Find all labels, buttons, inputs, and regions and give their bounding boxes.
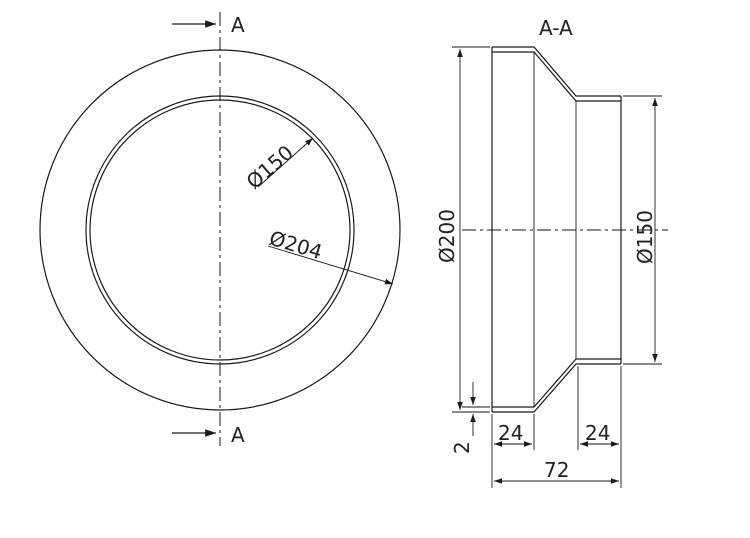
dim-leader-150 xyxy=(257,137,314,188)
profile-top-outer xyxy=(492,46,621,97)
section-view-title: A-A xyxy=(539,16,573,40)
section-view: A-A Ø200 Ø150 2 24 xyxy=(435,16,668,488)
dim-label-24-right: 24 xyxy=(585,421,610,445)
section-label-bottom: A xyxy=(231,423,245,447)
section-label-top: A xyxy=(231,13,245,37)
dim-label-200: Ø200 xyxy=(435,209,459,263)
profile-bottom-outer xyxy=(492,363,621,413)
dim-leader-204 xyxy=(267,245,394,285)
profile-bottom-inner xyxy=(492,358,621,408)
dim-label-150-side: Ø150 xyxy=(633,210,657,264)
profile-top-inner xyxy=(492,51,621,102)
dim-label-2: 2 xyxy=(450,441,474,454)
front-view: A A Ø150 Ø204 xyxy=(39,12,401,447)
dim-label-72: 72 xyxy=(544,458,569,482)
dim-label-204-front: Ø204 xyxy=(267,226,326,264)
dim-label-150-front: Ø150 xyxy=(242,140,298,193)
dim-label-24-left: 24 xyxy=(498,421,523,445)
